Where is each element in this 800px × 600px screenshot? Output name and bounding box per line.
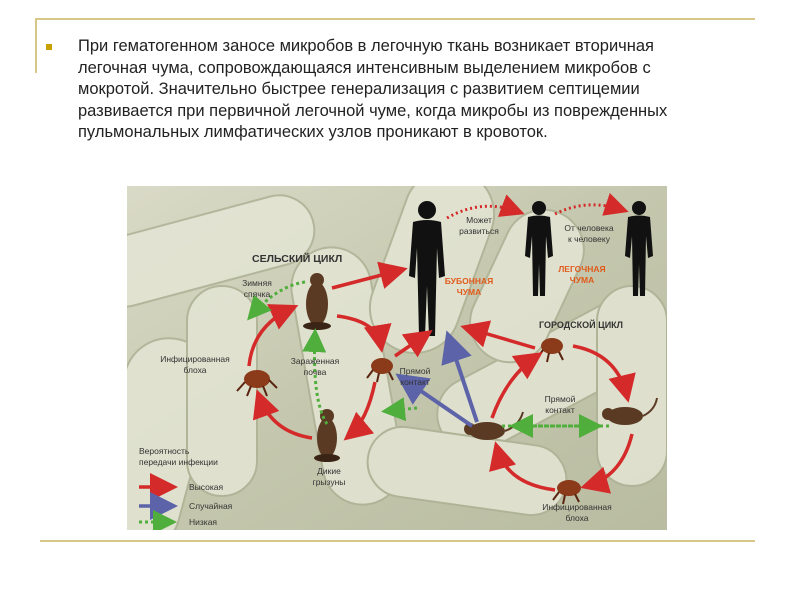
person-to-person-1: От человека [564,223,614,233]
marmot-wild [314,409,340,462]
hibernation-label-1: Зимняя [242,278,272,288]
flea-left [236,370,278,397]
bubonic-plague-2: ЧУМА [457,287,481,297]
top-rule [35,18,755,20]
may-develop-2: развиться [459,226,499,236]
body-paragraph: При гематогенном заносе микробов в легоч… [78,37,668,141]
infected-flea-left-1: Инфицированная [160,354,230,364]
green-arrows [247,280,609,438]
urban-cycle-title: ГОРОДСКОЙ ЦИКЛ [539,319,623,330]
infected-soil-2: почва [304,367,327,377]
wild-rodents-1: Дикие [317,466,341,476]
legend-title-1: Вероятность [139,446,190,456]
blue-arrows [395,330,479,428]
legend-high: Высокая [189,482,223,492]
infected-flea-right-1: Инфицированная [542,502,612,512]
bullet-square [46,44,52,50]
legend-title-2: передачи инфекции [139,457,218,467]
person-to-person-2: к человеку [568,234,611,244]
wild-rodents-2: грызуны [313,477,346,487]
rural-cycle-title: СЕЛЬСКИЙ ЦИКЛ [252,252,342,265]
hibernation-label-2: спячка [244,289,271,299]
flea-center [366,358,394,383]
human-figure-3 [625,201,653,296]
red-arrows [247,261,636,494]
infected-flea-left-2: блоха [183,365,206,375]
may-develop-1: Может [466,215,492,225]
direct-contact-2b: контакт [545,405,575,415]
bubonic-plague-1: БУБОННАЯ [445,276,493,286]
rat-right [602,397,658,425]
infected-soil-1: Зараженная [291,356,340,366]
legend-random: Случайная [189,501,233,511]
plague-transmission-diagram: СЕЛЬСКИЙ ЦИКЛ ГОРОДСКОЙ ЦИКЛ [127,186,667,530]
direct-contact-1b: контакт [400,377,430,387]
direct-contact-2a: Прямой [545,394,576,404]
infected-flea-right-2: блоха [565,513,588,523]
human-figure-main [409,201,445,336]
bottom-rule [40,540,755,542]
left-rule [35,18,37,73]
legend-low: Низкая [189,517,217,527]
human-figure-2 [525,201,553,296]
direct-contact-1a: Прямой [400,366,431,376]
pneumonic-plague-2: ЧУМА [570,275,594,285]
pneumonic-plague-1: ЛЕГОЧНАЯ [558,264,605,274]
flea-urban-bottom [552,480,581,505]
legend: Вероятность передачи инфекции Высокая Сл… [139,446,233,530]
marmot-hibernating [303,273,331,330]
human-transmission-arrows [446,192,629,220]
